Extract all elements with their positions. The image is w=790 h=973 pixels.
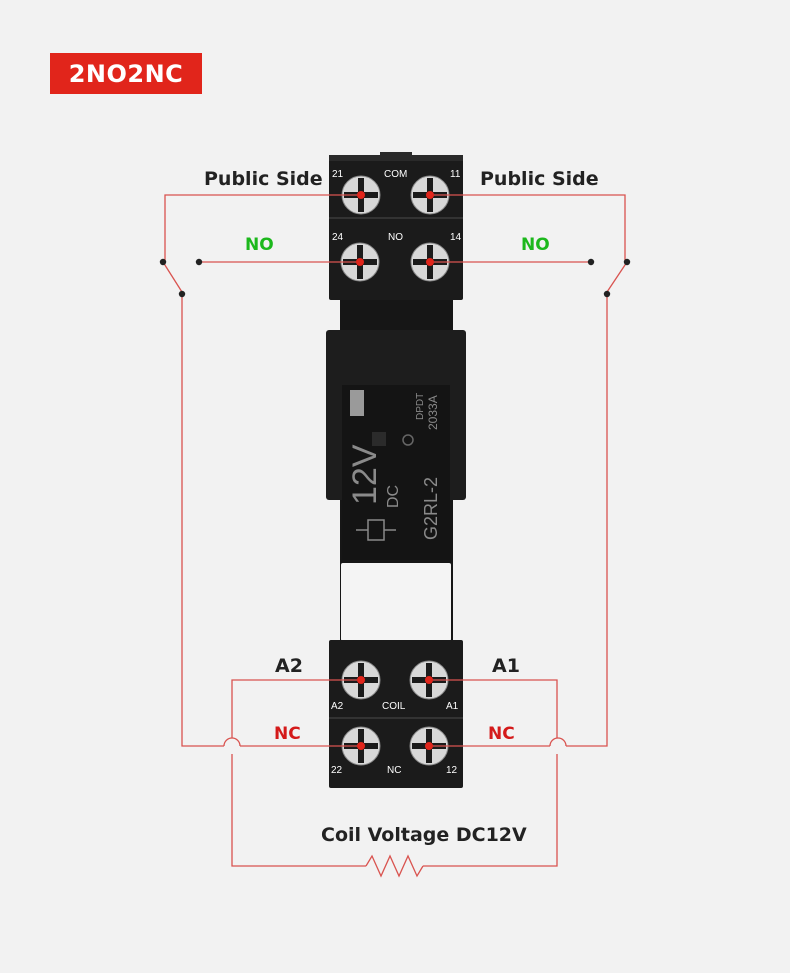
- wire-nc-right: [566, 294, 608, 747]
- wire-com-right: [430, 194, 626, 262]
- a2-label: A2: [275, 655, 303, 677]
- coil-resistor: [365, 854, 424, 878]
- wire-nc-left: [181, 294, 224, 747]
- no-left-label: NO: [245, 235, 274, 255]
- nc-right-label: NC: [488, 724, 515, 744]
- switch-blade-left: [162, 261, 183, 293]
- public-side-left-label: Public Side: [204, 168, 323, 190]
- terminal-14-label: 14: [450, 232, 462, 243]
- wire-dots: [159, 258, 631, 298]
- terminal-a1-label: A1: [446, 701, 459, 712]
- relay-dpdt-text: DPDT: [415, 393, 426, 420]
- terminal-11-label: 11: [450, 169, 461, 180]
- relay-voltage-text: 12V: [346, 444, 384, 505]
- wire-coil-a1: [429, 679, 558, 738]
- terminal-24-label: 24: [332, 232, 344, 243]
- relay-code-text: 2033A: [426, 395, 440, 430]
- relay-model-text: G2RL-2: [421, 477, 441, 540]
- terminal-dots: [356, 191, 434, 750]
- a1-label: A1: [492, 655, 520, 677]
- nc-left-label: NC: [274, 724, 301, 744]
- config-badge: 2NO2NC: [50, 53, 202, 94]
- wire-nc-left-jump: [223, 737, 241, 747]
- wire-com-left: [164, 194, 361, 262]
- relay-dc-text: DC: [385, 485, 402, 508]
- switch-blade-right: [606, 261, 628, 293]
- wire-coil-a2: [231, 679, 361, 738]
- wires: [162, 194, 628, 878]
- terminal-no-label: NO: [388, 232, 403, 243]
- terminal-a2-label: A2: [331, 701, 344, 712]
- terminal-com-label: COM: [384, 169, 407, 180]
- relay-print-text: 12V DC G2RL-2 2033A DPDT: [346, 393, 441, 540]
- terminal-nc-label: NC: [387, 765, 401, 776]
- terminal-coil-label: COIL: [382, 701, 406, 712]
- terminal-12-label: 12: [446, 765, 458, 776]
- wire-nc-right-jump: [549, 737, 567, 747]
- no-right-label: NO: [521, 235, 550, 255]
- terminal-22-label: 22: [331, 765, 343, 776]
- terminal-21-label: 21: [332, 169, 344, 180]
- public-side-right-label: Public Side: [480, 168, 599, 190]
- relay-body: [326, 300, 466, 641]
- coil-voltage-label: Coil Voltage DC12V: [321, 824, 527, 846]
